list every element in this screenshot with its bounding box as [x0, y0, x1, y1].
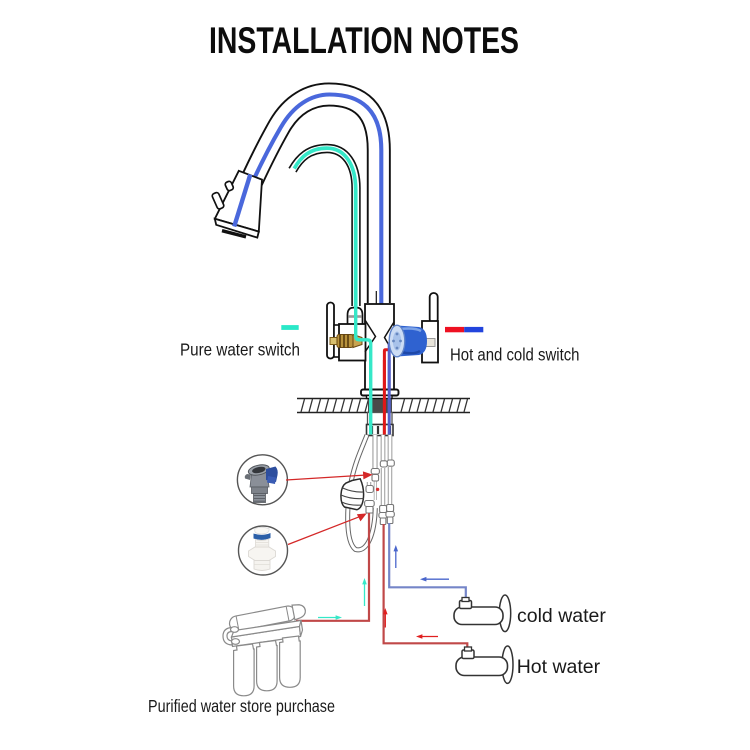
svg-text:cold water: cold water	[517, 605, 606, 627]
svg-text:Hot water: Hot water	[517, 656, 601, 678]
svg-text:Pure water switch: Pure water switch	[180, 340, 300, 360]
svg-text:Purified water store purchase: Purified water store purchase	[148, 696, 335, 716]
svg-text:INSTALLATION NOTES: INSTALLATION NOTES	[209, 20, 519, 61]
svg-text:Hot and cold switch: Hot and cold switch	[450, 345, 580, 365]
